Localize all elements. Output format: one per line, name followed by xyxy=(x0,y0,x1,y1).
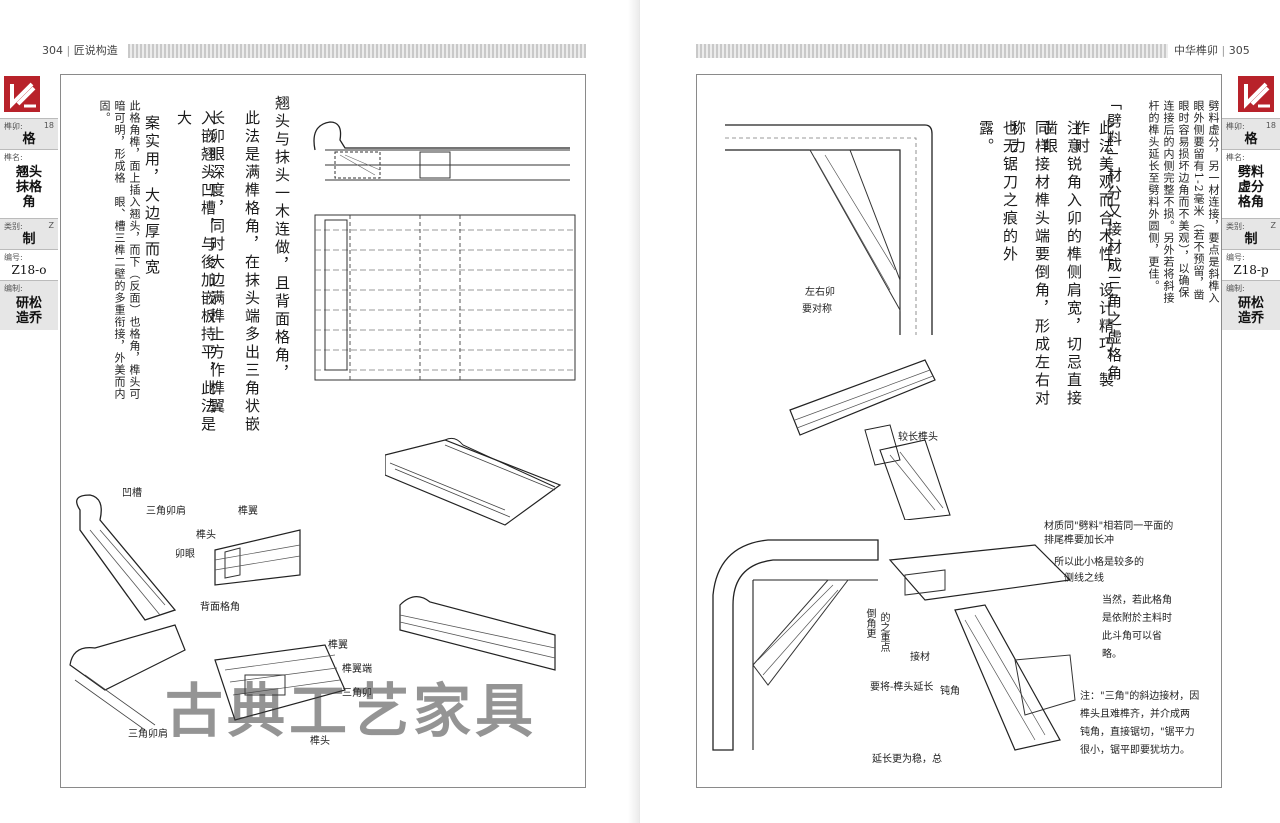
right-sb-code: 编号: Z18-p xyxy=(1222,249,1280,280)
note-when-3: 此斗角可以省 xyxy=(1102,631,1162,642)
label-mortise-eye: 卯眼 xyxy=(175,549,195,560)
left-page-number-header: 304 | 匠说构造 xyxy=(42,44,118,57)
left-printed-description: 此格角榫，面上插入翘头，而下（反面）也格角，榫头可暗可明，形成格 眼、槽三榫二壁… xyxy=(98,100,141,400)
left-hand-line-3: 长卯眼深度，同时大边满榫上方作榫翼 xyxy=(208,110,226,416)
label-chamfer: 倒角更 xyxy=(864,608,875,638)
label-obtuse: 钝角 xyxy=(940,686,960,697)
label-back-miter: 背面格角 xyxy=(200,602,240,613)
right-hand-line-3: 注意锐角入卯的榫侧肩宽，切忌直接凿眼 xyxy=(1041,120,1083,408)
left-sb-type: 类别:Z 制 xyxy=(0,218,58,249)
left-header-pattern xyxy=(128,44,586,58)
right-type-value: 制 xyxy=(1244,232,1258,247)
right-category: 格 xyxy=(1244,132,1258,147)
left-joint-name: 翘头抹格角 xyxy=(15,165,42,210)
left-author: 研松造乔 xyxy=(15,296,42,326)
right-content-frame xyxy=(696,74,1222,788)
corner-frame-sketch xyxy=(720,120,940,340)
bottom-note-1: 注："三角"的斜边接材，因 xyxy=(1080,691,1200,702)
right-sidebar: 榫卯:18 格 榫名: 劈料虚分格角 类别:Z 制 编号: Z18-p 编制: … xyxy=(1222,118,1280,330)
logo-mark-icon xyxy=(1244,82,1270,109)
bottom-joint-sketch xyxy=(65,620,365,750)
label-groove: 凹槽 xyxy=(122,488,142,499)
note-when-2: 是依附於主料时 xyxy=(1102,613,1172,624)
left-code: Z18-o xyxy=(11,263,47,277)
right-code: Z18-p xyxy=(1233,263,1269,277)
left-sidebar: 榫卯:18 格 榫名: 翘头抹格角 类别:Z 制 编号: Z18-o 编制: 研… xyxy=(0,118,58,330)
label-left-right: 左右卯 xyxy=(805,287,835,298)
label-joint-material: 接材 xyxy=(910,652,930,663)
right-page-number-header: 中华榫卯 | 305 xyxy=(1174,44,1250,57)
label-bottom-left: 延长更为稳，总 xyxy=(872,754,942,765)
right-hand-line-5: 也无锯刀之痕的外露。 xyxy=(977,120,1019,264)
label-tenon-wing: 榫翼 xyxy=(238,506,258,517)
left-hand-line-1: 翘头与抹头一木连做，且背面格角， xyxy=(273,95,291,383)
bottom-note-3: 钝角，直接锯切，"锯平力 xyxy=(1080,727,1195,738)
left-sb-author: 编制: 研松造乔 xyxy=(0,280,58,330)
split-exploded-sketch xyxy=(885,540,1085,760)
logo-mark-icon xyxy=(10,82,36,109)
brand-logo xyxy=(4,76,40,112)
left-hand-line-5: 案实用，大边厚而宽 xyxy=(143,115,161,277)
tenon-detail-sketch xyxy=(785,340,985,520)
right-page: 中华榫卯 | 305 榫卯:18 格 榫名: 劈料虚分格角 类别:Z 制 编号:… xyxy=(640,0,1280,823)
right-sb-type: 类别:Z 制 xyxy=(1222,218,1280,249)
right-hand-line-1: 「劈料」材分又接材成三角之虚格角 xyxy=(1105,95,1123,383)
label-triangle-tenon-2: 三角卯肩 xyxy=(128,729,168,740)
left-page: 304 | 匠说构造 榫卯:18 格 榫名: 翘头抹格角 类别:Z 制 编号: … xyxy=(0,44,586,788)
note-when-1: 当然，若此格角 xyxy=(1102,595,1172,606)
bottom-note-2: 榫头且难榫齐，并介成两 xyxy=(1080,709,1190,720)
right-sb-name: 榫名: 劈料虚分格角 xyxy=(1222,149,1280,214)
left-sb-code: 编号: Z18-o xyxy=(0,249,58,280)
brand-logo-right xyxy=(1238,76,1274,112)
split-corner-sketch xyxy=(708,535,888,755)
label-wing-2: 榫翼 xyxy=(328,640,348,651)
plan-view-sketch xyxy=(310,210,580,385)
note-when-4: 略。 xyxy=(1102,649,1122,660)
right-header-pattern xyxy=(696,44,1168,58)
note-4: 侧线之线 xyxy=(1064,573,1104,584)
right-sb-author: 编制: 研松造乔 xyxy=(1222,280,1280,330)
right-section-title: 中华榫卯 xyxy=(1174,44,1218,57)
right-sb-mortise: 榫卯:18 格 xyxy=(1222,118,1280,149)
label-long-tenon: 较长榫头 xyxy=(898,432,938,443)
label-triangle-tenon: 三角卯肩 xyxy=(146,506,186,517)
right-author: 研松造乔 xyxy=(1237,296,1264,326)
note-3: 所以此小格是较多的 xyxy=(1054,557,1144,568)
label-extend: 要将-榫头延长 xyxy=(870,682,934,693)
label-head-note: 三角卯 xyxy=(342,688,372,699)
note-2: 排尾榫要加长冲 xyxy=(1044,535,1114,546)
label-chamfer-2: 的之重点 xyxy=(878,612,889,652)
left-type-value: 制 xyxy=(22,232,36,247)
rail-end-sketch xyxy=(395,590,565,680)
right-page-number: 305 xyxy=(1228,44,1250,57)
left-hand-line-4: 入嵌翘头凹槽，与後加嵌板持平，此法是大 xyxy=(175,110,217,434)
bottom-note-4: 很小，锯平即要犹坊力。 xyxy=(1080,745,1190,756)
left-page-number: 304 xyxy=(42,44,63,57)
left-section-title: 匠说构造 xyxy=(73,44,118,57)
left-sb-name: 榫名: 翘头抹格角 xyxy=(0,149,58,214)
right-hand-line-4: 同样接材榫头端要倒角，形成左右对称力 xyxy=(1009,120,1051,408)
rail-perspective-sketch xyxy=(385,435,565,535)
left-sb-mortise: 榫卯:18 格 xyxy=(0,118,58,149)
label-wing-end: 榫翼端 xyxy=(342,664,372,675)
label-tenon-head-2: 榫头 xyxy=(310,736,330,747)
watermark-text: 古典工艺家具 xyxy=(165,677,538,745)
joint-exploded-sketch xyxy=(65,490,315,630)
label-tenon-head: 榫头 xyxy=(196,530,216,541)
profile-section-sketch xyxy=(305,110,575,190)
right-printed-description: 劈料虚分，另一材连接，要点是斜榫入眼外侧要留有1-2毫米（若不预留，凿眼时容易损… xyxy=(1147,100,1220,304)
label-match: 要对称 xyxy=(802,304,832,315)
left-hand-line-2: 此法是满榫格角，在抹头端多出三角状嵌 xyxy=(243,110,261,434)
left-category: 格 xyxy=(22,132,36,147)
right-joint-name: 劈料虚分格角 xyxy=(1237,165,1264,210)
note-1: 材质同"劈料"相若同一平面的 xyxy=(1044,521,1174,532)
right-hand-line-2: 此法美观而合木性，设计精巧，製作时 xyxy=(1073,120,1115,390)
